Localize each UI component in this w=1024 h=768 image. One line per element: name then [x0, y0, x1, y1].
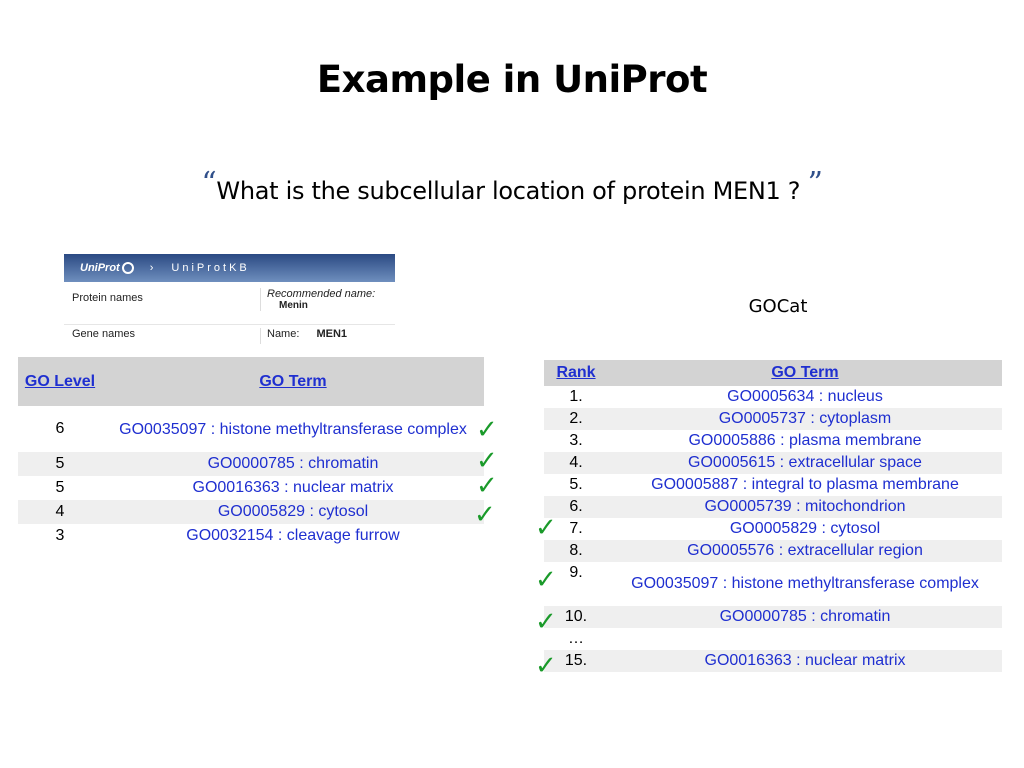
gene-names-label: Gene names [72, 328, 135, 340]
checkmark-icon: ✓ [476, 415, 498, 445]
rank-header-text: Rank [556, 364, 596, 381]
table-row: … [544, 628, 1002, 650]
table-row: 5 GO0016363 : nuclear matrix [18, 476, 484, 500]
go-level-cell: 4 [18, 500, 102, 524]
rank-cell: 8. [544, 540, 608, 562]
checkmark-icon: ✓ [535, 607, 557, 637]
slide-title: Example in UniProt [316, 58, 708, 101]
open-quote: “ [201, 166, 217, 201]
go-level-header[interactable]: GO Level [18, 357, 102, 406]
go-term-link[interactable]: GO0005887 : integral to plasma membrane [651, 476, 959, 493]
table-header-row: Rank GO Term [544, 360, 1002, 386]
rank-cell: 4. [544, 452, 608, 474]
checkmark-icon: ✓ [535, 513, 557, 543]
go-term-header-text: GO Term [771, 364, 839, 381]
table-row: 10. GO0000785 : chromatin [544, 606, 1002, 628]
rank-cell: 1. [569, 388, 583, 405]
rank-cell: 10. [544, 606, 608, 628]
question: “What is the subcellular location of pro… [0, 166, 1024, 207]
table-row: 15. GO0016363 : nuclear matrix [544, 650, 1002, 672]
table-row: 8. GO0005576 : extracellular region [544, 540, 1002, 562]
table-row: 3. GO0005886 : plasma membrane [544, 430, 1002, 452]
uniprot-logo-text: UniProt [80, 262, 120, 274]
go-level-cell: 5 [18, 452, 102, 476]
question-text: What is the subcellular location of prot… [216, 177, 801, 205]
empty-cell [608, 628, 1002, 650]
table-row: 4. GO0005615 : extracellular space [544, 452, 1002, 474]
checkmark-icon: ✓ [535, 651, 557, 681]
table-row: 1. GO0005634 : nucleus [544, 386, 1002, 408]
checkmark-icon: ✓ [476, 446, 498, 476]
rank-cell: 15. [544, 650, 608, 672]
table-row: 5. GO0005887 : integral to plasma membra… [544, 474, 1002, 496]
rank-cell: 3. [569, 432, 583, 449]
gocat-ranking-table: Rank GO Term 1. GO0005634 : nucleus 2. G… [544, 360, 1002, 672]
gocat-label: GOCat [748, 296, 808, 317]
go-level-cell: 6 [55, 420, 65, 437]
rank-header[interactable]: Rank [544, 360, 608, 386]
go-term-link[interactable]: GO0000785 : chromatin [102, 452, 484, 476]
table-row: 6. GO0005739 : mitochondrion [544, 496, 1002, 518]
rank-cell: 7. [569, 520, 583, 537]
go-level-header-text: GO Level [24, 372, 96, 390]
table-row: 5 GO0000785 : chromatin [18, 452, 484, 476]
uniprotkb-link[interactable]: UniProtKB [171, 262, 250, 274]
checkmark-icon: ✓ [476, 471, 498, 501]
row-divider [64, 324, 395, 325]
rank-cell: 2. [544, 408, 608, 430]
protein-names-value: Recommended name: Menin [260, 288, 395, 311]
go-term-header[interactable]: GO Term [608, 360, 1002, 386]
uniprot-logo: UniProt [80, 262, 134, 274]
go-term-link[interactable]: GO0016363 : nuclear matrix [192, 479, 394, 496]
go-term-link[interactable]: GO0032154 : cleavage furrow [186, 527, 400, 544]
go-term-link[interactable]: GO0035097 : histone methyltransferase co… [119, 420, 467, 438]
close-quote: ” [807, 166, 823, 201]
go-level-cell: 5 [55, 479, 65, 496]
recommended-name-label: Recommended name: [267, 288, 376, 300]
ellipsis-cell: … [568, 630, 584, 647]
checkmark-icon: ✓ [535, 565, 557, 595]
table-row: 3 GO0032154 : cleavage furrow [18, 524, 484, 548]
go-term-link[interactable]: GO0005829 : cytosol [729, 520, 881, 537]
uniprot-entry-snippet: UniProt › UniProtKB Protein names Recomm… [64, 254, 395, 344]
go-term-link[interactable]: GO0005739 : mitochondrion [608, 496, 1002, 518]
gene-name-value: MEN1 [316, 328, 348, 340]
rank-cell: 9. [569, 564, 583, 581]
go-term-header[interactable]: GO Term [102, 357, 484, 406]
gene-name-label: Name: [267, 328, 300, 340]
go-term-link[interactable]: GO0005634 : nucleus [727, 388, 883, 405]
go-term-link[interactable]: GO0016363 : nuclear matrix [608, 650, 1002, 672]
rank-cell: 5. [569, 476, 583, 493]
go-term-link[interactable]: GO0035097 : histone methyltransferase co… [631, 575, 979, 592]
go-term-link[interactable]: GO0005615 : extracellular space [608, 452, 1002, 474]
table-row: 4 GO0005829 : cytosol [18, 500, 484, 524]
table-row: 9. GO0035097 : histone methyltransferase… [544, 562, 1002, 606]
go-term-header-text: GO Term [259, 372, 327, 390]
checkmark-icon: ✓ [474, 500, 496, 530]
go-term-link[interactable]: GO0005737 : cytoplasm [608, 408, 1002, 430]
go-level-cell: 3 [55, 527, 65, 544]
rank-cell: 6. [544, 496, 608, 518]
recommended-name-value: Menin [279, 300, 308, 311]
go-term-link[interactable]: GO0005886 : plasma membrane [688, 432, 922, 449]
go-term-link[interactable]: GO0000785 : chromatin [608, 606, 1002, 628]
go-term-link[interactable]: GO0005576 : extracellular region [608, 540, 1002, 562]
uniprot-logo-icon [121, 262, 134, 274]
uniprot-header: UniProt › UniProtKB [64, 254, 395, 282]
chevron-right-icon: › [149, 262, 154, 274]
gene-names-value: Name: MEN1 [260, 328, 395, 344]
table-row: 7. GO0005829 : cytosol [544, 518, 1002, 540]
uniprot-go-table: GO Level GO Term 6 GO0035097 : histone m… [18, 357, 484, 548]
table-header-row: GO Level GO Term [18, 357, 484, 406]
table-row: 6 GO0035097 : histone methyltransferase … [18, 406, 484, 452]
go-term-link[interactable]: GO0005829 : cytosol [102, 500, 484, 524]
table-row: 2. GO0005737 : cytoplasm [544, 408, 1002, 430]
protein-names-label: Protein names [72, 292, 143, 304]
